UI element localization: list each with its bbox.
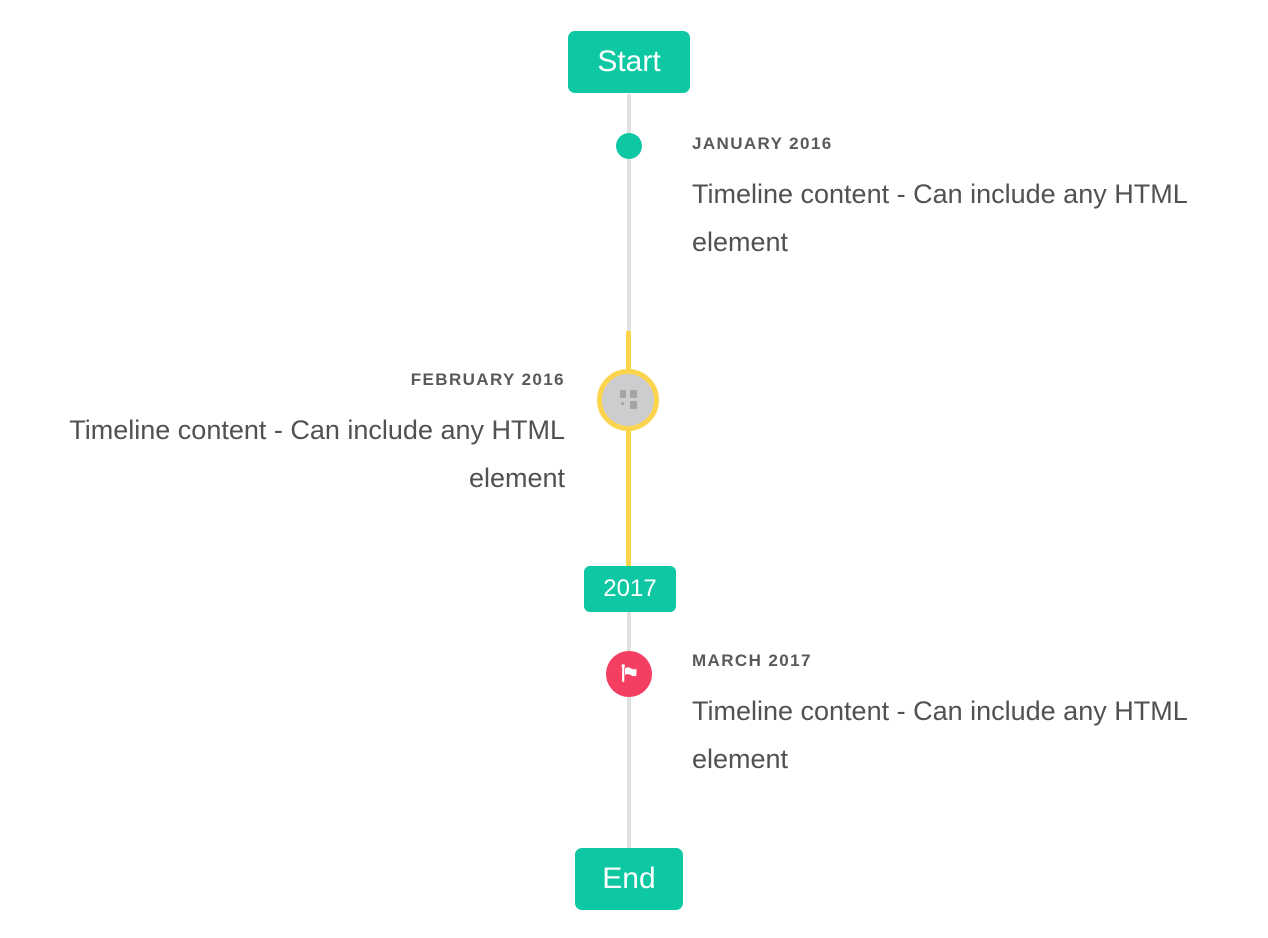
timeline-dot-marker [616,133,642,159]
broken-image-icon [619,390,637,410]
timeline-line-highlighted-segment [626,331,631,566]
flag-icon [617,662,641,686]
timeline-flag-marker [606,651,652,697]
timeline-line-lower [627,612,631,848]
timeline-line-upper [627,94,631,331]
timeline-start-button[interactable]: Start [568,31,690,93]
timeline-bullet-marker [597,369,659,431]
timeline-year-badge: 2017 [584,566,676,612]
entry-content: Timeline content - Can include any HTML … [69,415,565,493]
timeline-entry-march-2017: MARCH 2017 Timeline content - Can includ… [692,650,1237,783]
entry-content: Timeline content - Can include any HTML … [692,696,1187,774]
timeline-entry-february-2016: FEBRUARY 2016 Timeline content - Can inc… [20,369,565,502]
timeline-end-button[interactable]: End [575,848,683,910]
entry-content: Timeline content - Can include any HTML … [692,179,1187,257]
entry-date-label: MARCH 2017 [692,651,812,670]
entry-date-label: FEBRUARY 2016 [410,370,565,389]
entry-date-label: JANUARY 2016 [692,134,833,153]
timeline-entry-january-2016: JANUARY 2016 Timeline content - Can incl… [692,133,1237,266]
